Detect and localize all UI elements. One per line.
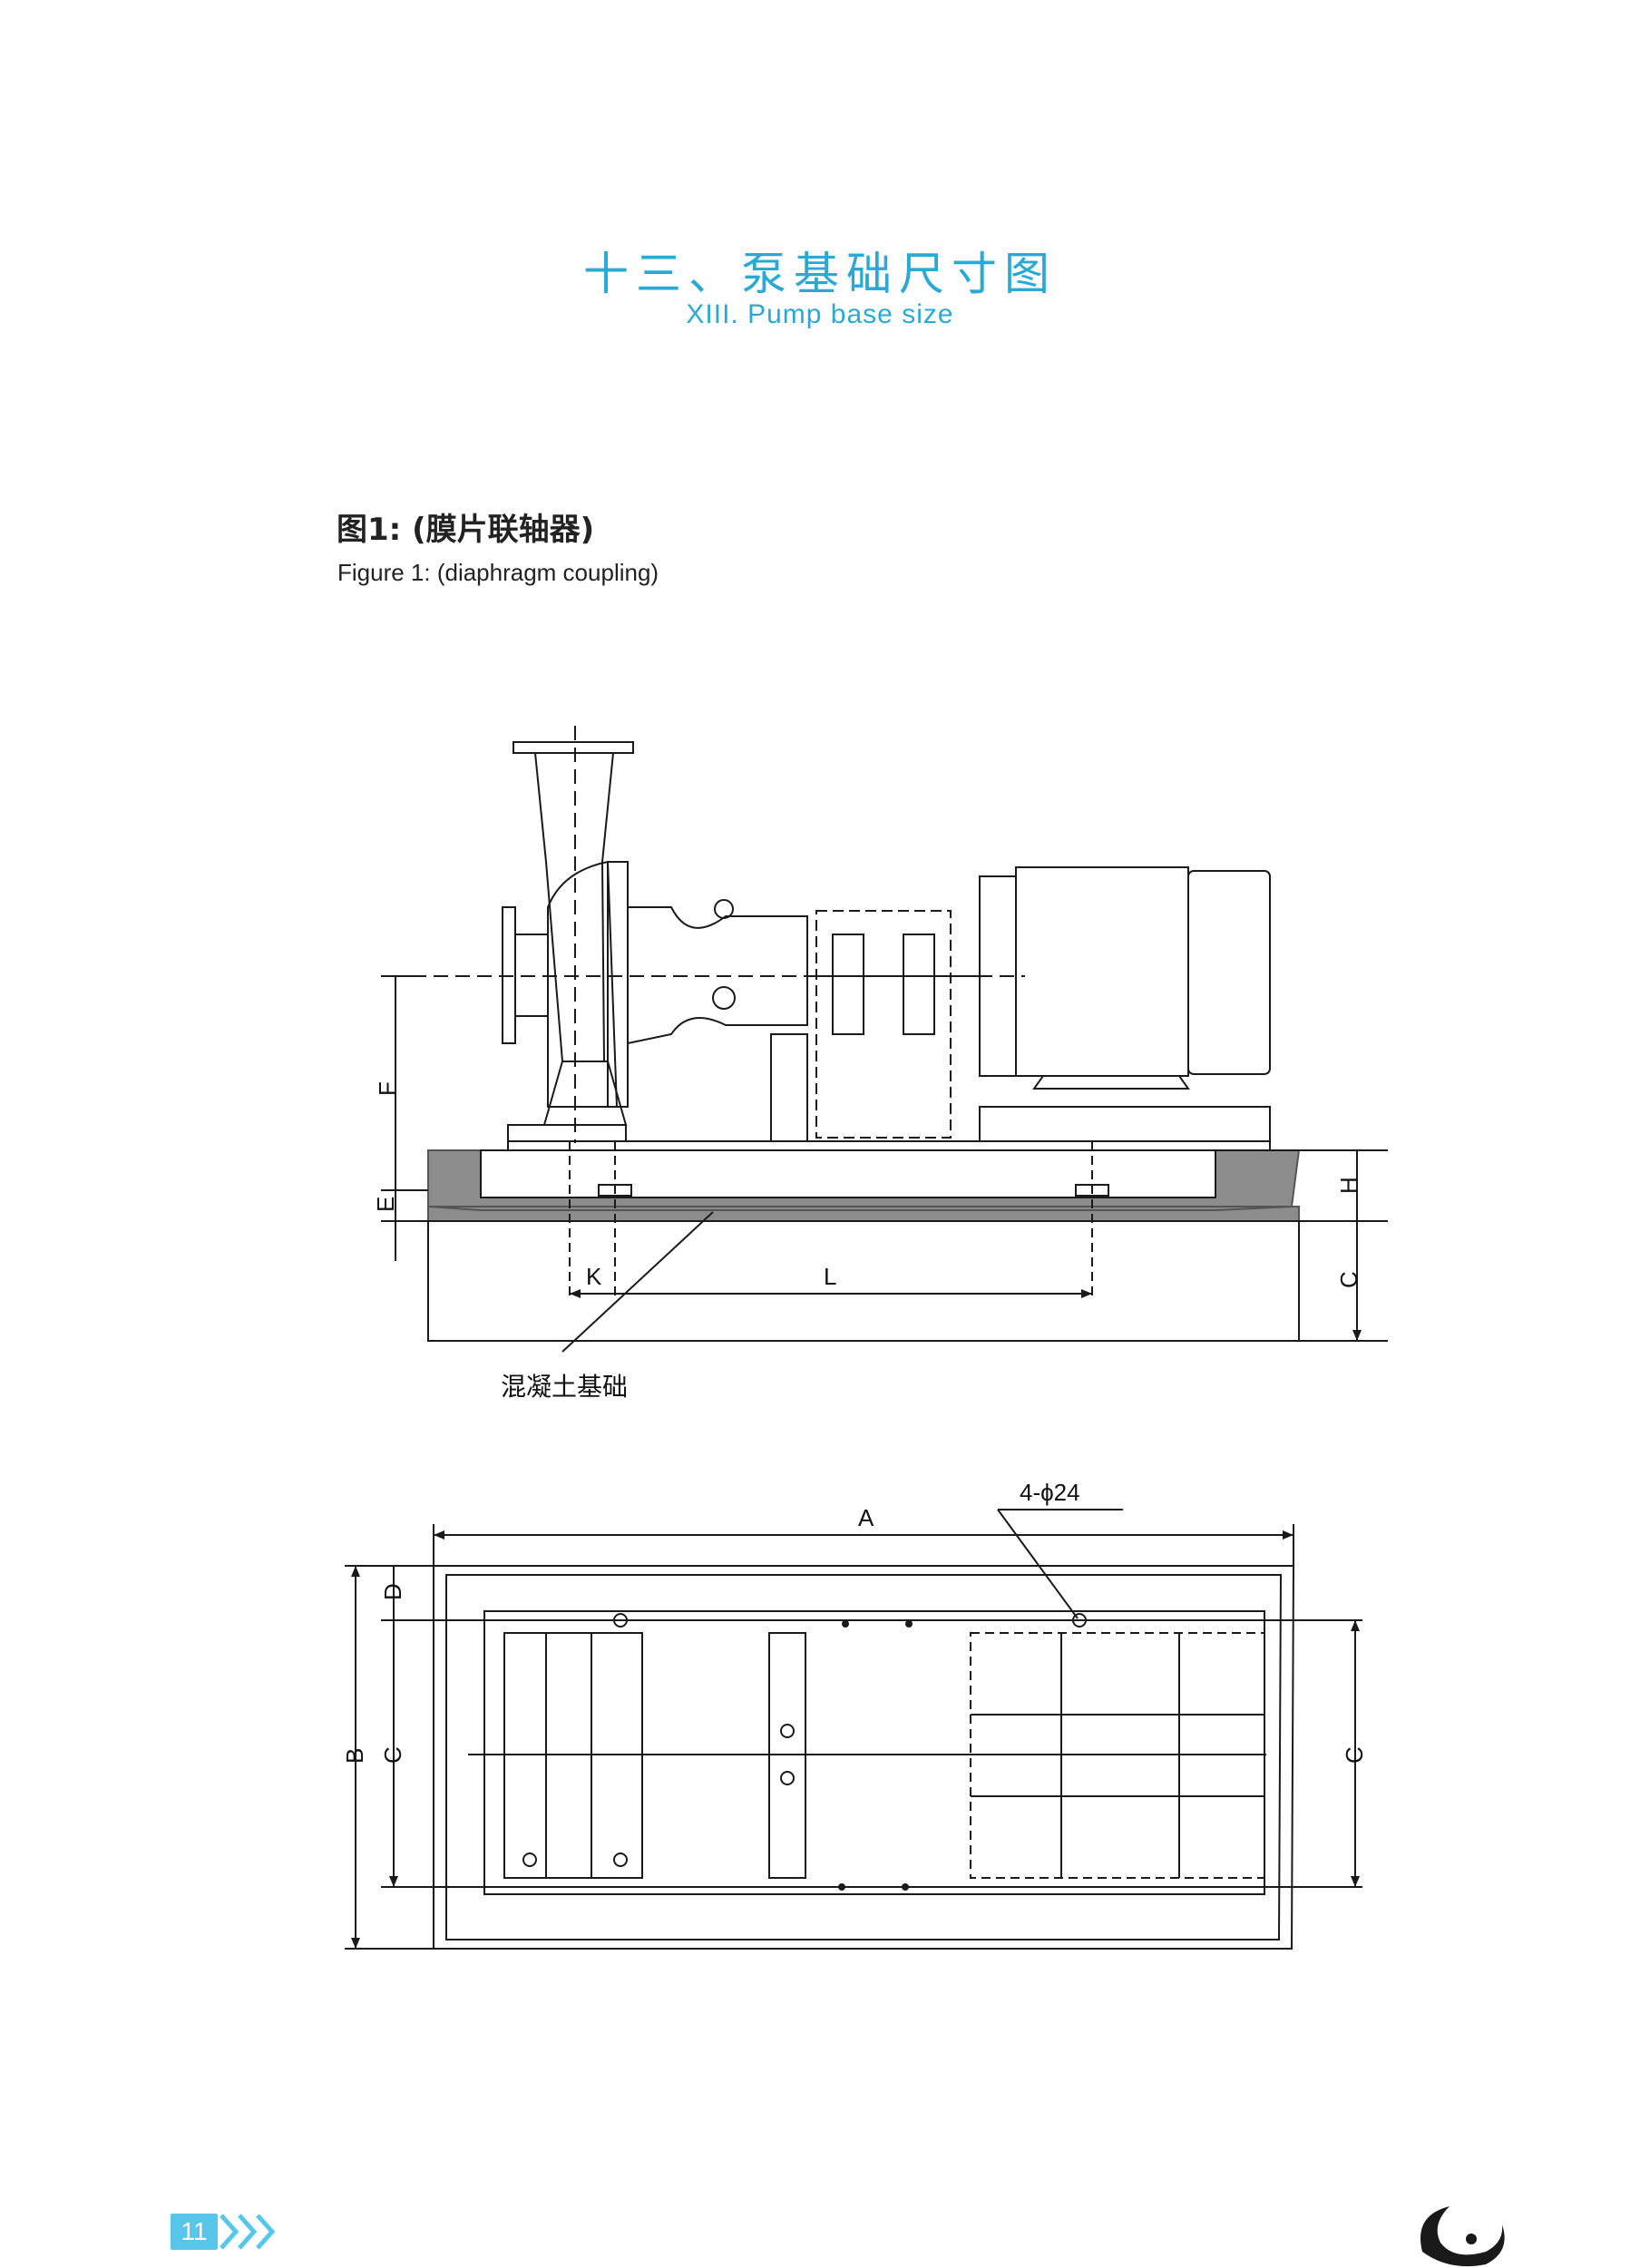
page-number-badge: 11: [171, 2214, 218, 2250]
top-mid-support: [768, 1632, 806, 1879]
concrete-top-cut: [480, 1149, 1216, 1198]
top-baseplate: [483, 1610, 1265, 1895]
dot-3: [838, 1883, 845, 1891]
bolt-hole-top-right: [1072, 1613, 1087, 1628]
bolt-hole-bottom-left: [613, 1853, 628, 1867]
dot-2: [905, 1620, 913, 1628]
arrow-l-right: [1081, 1289, 1092, 1298]
coupling-hub-right: [903, 934, 935, 1035]
dim-label-c-left: C: [379, 1746, 406, 1764]
hole-callout-leader: [997, 1509, 1079, 1619]
bearing-cap-center: [712, 986, 736, 1010]
dim-label-b: B: [341, 1748, 368, 1764]
arrow-b-bottom: [351, 1938, 360, 1949]
discharge-flange: [512, 741, 634, 754]
arrow-k-left: [570, 1289, 581, 1298]
figure-caption-en: Figure 1: (diaphragm coupling): [337, 559, 659, 586]
coupling-hub-left: [832, 934, 864, 1035]
dim-label-k: K: [586, 1263, 602, 1290]
foundation-outline: [433, 1565, 1295, 1950]
bolt-hole-bottom-left-2: [522, 1853, 537, 1867]
arrow-a-right: [1283, 1530, 1293, 1540]
concrete-leader: [561, 1211, 714, 1353]
bearing-bracket: [770, 1033, 808, 1142]
dot-1: [842, 1620, 849, 1628]
pump-foot: [542, 1061, 628, 1126]
arrow-a-left: [434, 1530, 444, 1540]
top-pump-frame: [503, 1632, 643, 1879]
dim-label-a: A: [858, 1504, 874, 1531]
bearing-cap-top: [714, 899, 734, 919]
arrow-c-right-top: [1351, 1620, 1360, 1631]
dim-label-h: H: [1335, 1177, 1362, 1194]
coupling-guard: [815, 910, 952, 1139]
foundation-inner-edge: [445, 1574, 1283, 1941]
pump-foot-pad: [507, 1124, 627, 1142]
dim-label-l: L: [824, 1263, 836, 1290]
pump-volute: [547, 860, 619, 1108]
figure-caption-cn: 图1: (膜片联轴器): [337, 512, 595, 548]
page-title-en: XIII. Pump base size: [686, 299, 954, 329]
motor-stand: [979, 1106, 1271, 1142]
concrete-foundation-label: 混凝土基础: [501, 1372, 628, 1402]
dim-label-c-right: C: [1341, 1746, 1368, 1764]
dot-4: [902, 1883, 909, 1891]
motor-fan-cover: [1187, 870, 1271, 1075]
arrow-c-bottom: [1352, 1330, 1362, 1341]
motor-body: [1015, 866, 1189, 1077]
motor-feet: [1032, 1075, 1190, 1090]
dim-label-d: D: [379, 1583, 406, 1600]
dim-label-c-side: C: [1335, 1271, 1362, 1288]
page-title-cn: 十三、泵基础尺寸图: [583, 248, 1057, 300]
brand-logo-icon: [1420, 2206, 1505, 2267]
side-view-drawing: F E K L H C 混凝土基础: [372, 726, 1388, 1402]
bearing-housing: [627, 906, 808, 1045]
top-motor-frame: [970, 1632, 1265, 1879]
mid-hole-2: [780, 1771, 795, 1785]
dim-label-f: F: [374, 1081, 401, 1096]
arrow-c-left-bottom: [389, 1876, 398, 1887]
arrow-c-right-bottom: [1351, 1876, 1360, 1887]
bolt-hole-top-left: [613, 1613, 628, 1628]
dim-label-e: E: [372, 1197, 399, 1212]
arrow-b-top: [351, 1566, 360, 1577]
ground-block: [427, 1220, 1300, 1342]
baseplate: [507, 1140, 1271, 1151]
chevron-arrows-icon: [220, 2214, 276, 2250]
mid-hole-1: [780, 1724, 795, 1738]
hole-callout-label: 4-ϕ24: [1020, 1479, 1080, 1506]
